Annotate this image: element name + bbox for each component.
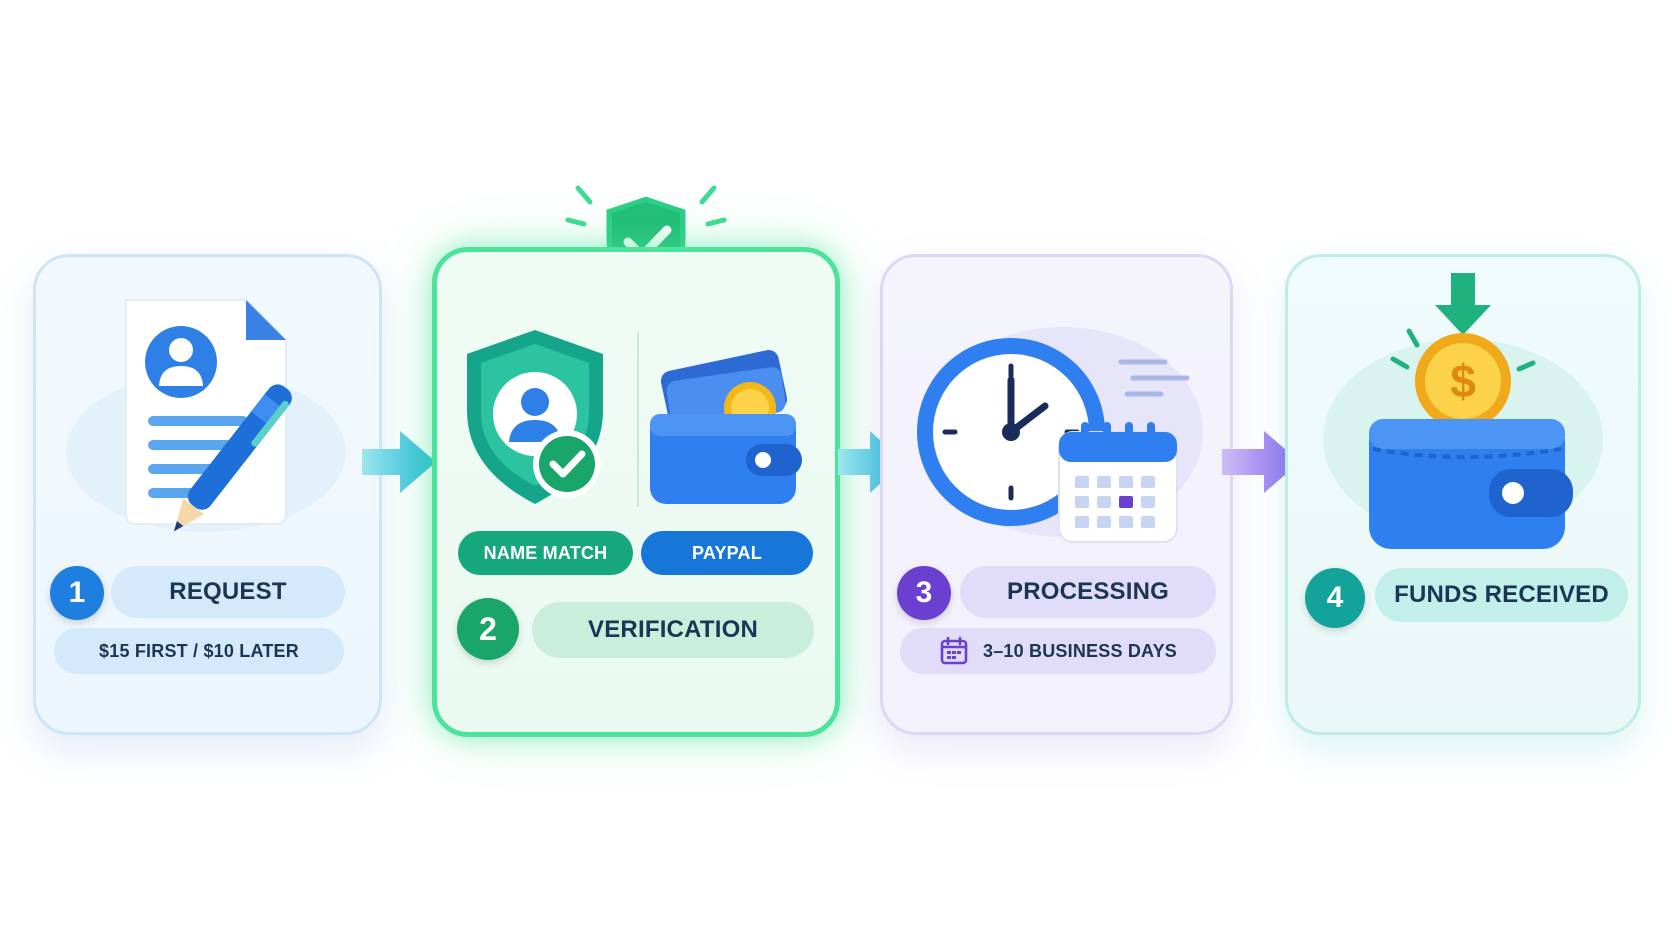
step-title: FUNDS RECEIVED (1375, 568, 1628, 622)
wallet-dollar-coin-icon: $ (1323, 273, 1603, 549)
step-subtitle: 3–10 BUSINESS DAYS (982, 640, 1178, 661)
tag-name-match: NAME MATCH (458, 531, 633, 575)
step-card-funds-received: $ 4 FUNDS RECEIVED (1285, 254, 1641, 735)
step-number-badge: 2 (457, 598, 519, 660)
arrow-right-icon (362, 431, 436, 493)
step-card-verification: NAME MATCH PAYPAL 2 VERIFICATION (432, 247, 840, 737)
step-title: VERIFICATION (532, 602, 814, 658)
shield-user-check-icon (467, 330, 603, 504)
step-number-badge: 4 (1305, 568, 1365, 628)
arrow-right-icon (1222, 431, 1300, 493)
step-number-badge: 3 (897, 566, 951, 620)
divider (637, 332, 639, 507)
document-pen-icon (66, 299, 346, 532)
svg-text:$: $ (1450, 355, 1476, 407)
step-number-badge: 1 (50, 566, 104, 620)
step-subtitle-row: 3–10 BUSINESS DAYS (900, 628, 1216, 674)
calendar-icon (940, 636, 968, 665)
step-title: REQUEST (111, 566, 345, 618)
step-card-request: 1 REQUEST $15 FIRST / $10 LATER (33, 254, 382, 735)
wallet-coin-icon (650, 350, 802, 504)
step-card-processing: 3 PROCESSING 3–10 BUSINESS DAYS (880, 254, 1233, 735)
arrow-right-icon (838, 431, 904, 493)
step-title: PROCESSING (960, 566, 1216, 618)
tag-paypal: PAYPAL (641, 531, 813, 575)
step-subtitle: $15 FIRST / $10 LATER (54, 628, 344, 674)
clock-calendar-icon (917, 327, 1203, 543)
